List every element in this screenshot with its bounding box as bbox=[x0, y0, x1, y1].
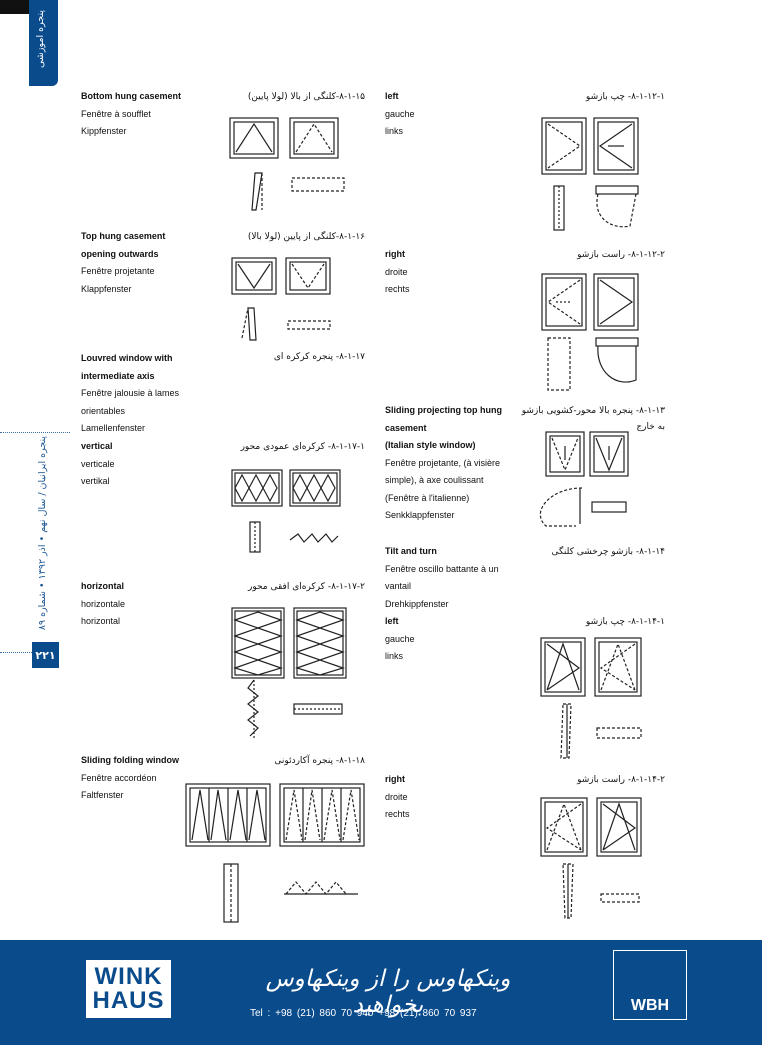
item-8-1-14-1-fa: ۸-۱-۱۴-۱- چپ بازشو bbox=[585, 617, 665, 627]
item-8-1-14-1-text: left gauche links bbox=[385, 613, 415, 666]
en-title: Louvred window with bbox=[81, 353, 173, 363]
fr-title: Fenêtre accordéon bbox=[81, 772, 157, 783]
fr-title: droite bbox=[385, 791, 408, 802]
winkhaus-logo: WINK HAUS bbox=[86, 960, 171, 1018]
en-subtitle: opening outwards bbox=[81, 248, 159, 259]
item-8-1-17-1-text: vertical verticale vertikal bbox=[81, 438, 115, 491]
item-8-1-14-2-text: right droite rechts bbox=[385, 771, 410, 824]
divider-bottom bbox=[0, 652, 32, 653]
en-title: right bbox=[385, 249, 405, 259]
item-8-1-13-text: Sliding projecting top hung casement (It… bbox=[385, 402, 502, 525]
tilt-turn-right-diagram bbox=[540, 797, 642, 919]
de-title: vertikal bbox=[81, 476, 110, 486]
en-title: vertical bbox=[81, 441, 113, 451]
de-title: rechts bbox=[385, 809, 410, 819]
folding-window-diagram bbox=[185, 783, 365, 923]
phone-numbers: Tel : +98 (21) 860 70 940 +98 (21) 860 7… bbox=[250, 1008, 477, 1019]
item-8-1-18-fa: ۸-۱-۱۸- پنجره آکاردئونی bbox=[274, 756, 365, 766]
de-title: Faltfenster bbox=[81, 790, 124, 800]
de-title: Kippfenster bbox=[81, 126, 127, 136]
slogan: وینکهاوس را از وینکهاوس بخواهید bbox=[265, 966, 511, 1018]
item-8-1-16-text: Top hung casement opening outwards Fenêt… bbox=[81, 228, 165, 298]
fr-title: droite bbox=[385, 266, 408, 277]
left-opening-diagram bbox=[541, 117, 639, 231]
item-8-1-16-fa: ۸-۱-۱۶-کلنگی از پایین (لولا بالا) bbox=[247, 232, 365, 242]
de-title: links bbox=[385, 651, 404, 661]
item-8-1-12-1-fa: ۸-۱-۱۲-۱- چپ بازشو bbox=[585, 92, 665, 102]
en-title: right bbox=[385, 774, 405, 784]
section-tab-label: پنجره اموزشی bbox=[35, 10, 46, 68]
item-8-1-14-text: Tilt and turn Fenêtre oscillo battante à… bbox=[385, 543, 499, 613]
fr-title-2: simple), à axe coulissant bbox=[385, 475, 484, 485]
de-title: Senkklappfenster bbox=[385, 510, 455, 520]
en-title: horizontal bbox=[81, 581, 124, 591]
item-8-1-12-2-fa: ۸-۱-۱۲-۲- راست بازشو bbox=[577, 250, 665, 260]
item-8-1-12-2-text: right droite rechts bbox=[385, 246, 410, 299]
divider-top bbox=[0, 432, 70, 433]
fr-title: gauche bbox=[385, 633, 415, 644]
logo-line-2: HAUS bbox=[92, 987, 165, 1014]
item-8-1-17-1-fa: ۸-۱-۱۷-۱- کرکره‌ای عمودی محور bbox=[240, 442, 365, 452]
item-8-1-12-1-text: left gauche links bbox=[385, 88, 415, 141]
top-black-bar bbox=[0, 0, 32, 14]
top-hung-diagram bbox=[231, 257, 331, 341]
fr-title: Fenêtre projetante, (à visière bbox=[385, 457, 501, 468]
en-title: Sliding folding window bbox=[81, 755, 179, 765]
right-opening-diagram bbox=[541, 273, 639, 391]
de-title: Drehkippfenster bbox=[385, 598, 449, 609]
de-title: horizontal bbox=[81, 616, 121, 626]
item-8-1-13-fa-2: به خارج bbox=[636, 422, 665, 432]
wbh-logo: WBH bbox=[613, 950, 687, 1020]
de-title: Klappfenster bbox=[81, 283, 132, 294]
section-tab: پنجره اموزشی bbox=[29, 0, 58, 86]
page-number: ۲۲۱ bbox=[32, 642, 59, 668]
fr-title: horizontale bbox=[81, 598, 126, 609]
logo-line-1: WINK bbox=[94, 963, 163, 990]
item-8-1-17-fa: ۸-۱-۱۷- پنجره کرکره ای bbox=[273, 352, 365, 362]
item-8-1-17-2-text: horizontal horizontale horizontal bbox=[81, 578, 125, 631]
item-8-1-14-fa: ۸-۱-۱۴- بازشو چرخشی کلنگی bbox=[551, 547, 665, 557]
item-8-1-14-2-fa: ۸-۱-۱۴-۲- راست بازشو bbox=[577, 775, 665, 785]
item-8-1-18-text: Sliding folding window Fenêtre accordéon… bbox=[81, 752, 179, 805]
fr-title: Fenêtre oscillo battante à un bbox=[385, 563, 499, 574]
item-8-1-17-2-fa: ۸-۱-۱۷-۲- کرکره‌ای افقی محور bbox=[248, 582, 365, 592]
wbh-logo-text: WBH bbox=[630, 997, 670, 1014]
tilt-turn-left-diagram bbox=[540, 637, 642, 759]
item-8-1-15-text: Bottom hung casement Fenêtre à soufflet … bbox=[81, 88, 181, 141]
en-title: left bbox=[385, 91, 399, 101]
horizontal-louvre-diagram bbox=[231, 607, 347, 738]
en-title: Sliding projecting top hung bbox=[385, 405, 502, 415]
vertical-louvre-diagram bbox=[231, 469, 341, 553]
en-title: Top hung casement bbox=[81, 231, 166, 241]
en-subtitle: intermediate axis bbox=[81, 370, 155, 381]
de-title: Lamellenfenster bbox=[81, 423, 146, 433]
en-title: Tilt and turn bbox=[385, 546, 437, 556]
en-title: left bbox=[385, 616, 399, 626]
en-subtitle: (Italian style window) bbox=[385, 440, 476, 450]
de-title: rechts bbox=[385, 284, 410, 294]
bottom-hung-diagram bbox=[229, 117, 345, 211]
fr-title: Fenêtre jalousie à lames bbox=[81, 388, 180, 398]
fr-title: Fenêtre à soufflet bbox=[81, 108, 151, 119]
item-8-1-13-fa: ۸-۱-۱۳- پنجره بالا محور-کشویی بازشو bbox=[521, 406, 665, 416]
de-title: links bbox=[385, 126, 404, 136]
italian-window-diagram bbox=[539, 431, 629, 527]
fr-subtitle: orientables bbox=[81, 405, 126, 416]
fr-title: Fenêtre projetante bbox=[81, 266, 155, 276]
en-title: Bottom hung casement bbox=[81, 91, 182, 101]
fr-subtitle: (Fenêtre à l'italienne) bbox=[385, 492, 470, 503]
en-title-2: casement bbox=[385, 422, 427, 433]
item-8-1-17-text: Louvred window with intermediate axis Fe… bbox=[81, 350, 179, 438]
publication-info: پنجره ایرانیان / سال نهم • اذر ۱۳۹۲ • شم… bbox=[37, 436, 48, 631]
item-8-1-15-fa: ۸-۱-۱۵-کلنگی از بالا (لولا پایین) bbox=[247, 92, 365, 102]
fr-title: verticale bbox=[81, 458, 115, 469]
fr-title-2: vantail bbox=[385, 581, 412, 591]
fr-title: gauche bbox=[385, 108, 415, 119]
